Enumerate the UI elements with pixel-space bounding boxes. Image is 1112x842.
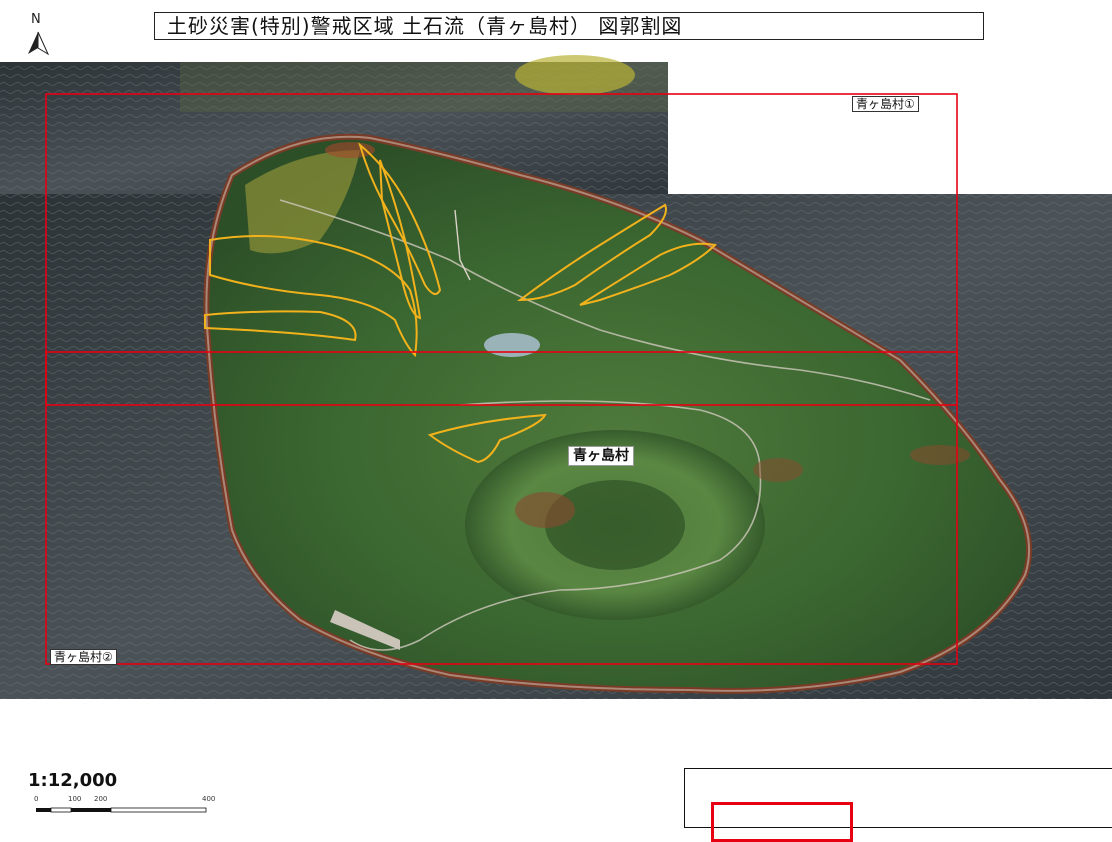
scale-tick: 0 [34,795,39,803]
scale-tick: 100 [68,795,82,803]
scale-bar: 0 100 200 400 [28,795,215,813]
scale-tick: 400 [202,795,216,803]
aerial-map [0,31,1112,813]
frame-label-1: 青ヶ島村① [852,96,919,112]
legend-frame-swatch [711,802,853,842]
scale-tick: 200 [94,795,108,803]
legend-box [684,768,1112,842]
hazard-zones [204,142,718,464]
scale-bar-graphic [36,807,207,813]
north-arrow-icon [28,31,50,56]
north-label: N [31,12,41,27]
frame-2 [45,351,958,665]
scale-text: 1:12,000 [28,770,118,791]
map-title: 土砂災害(特別)警戒区域 土石流（青ヶ島村） 図郭割図 [154,12,984,40]
frame-1 [45,93,958,406]
island-name-label: 青ヶ島村 [568,446,634,466]
index-frames [45,93,958,665]
frame-label-2: 青ヶ島村② [50,649,117,665]
north-arrow: N [24,12,54,62]
